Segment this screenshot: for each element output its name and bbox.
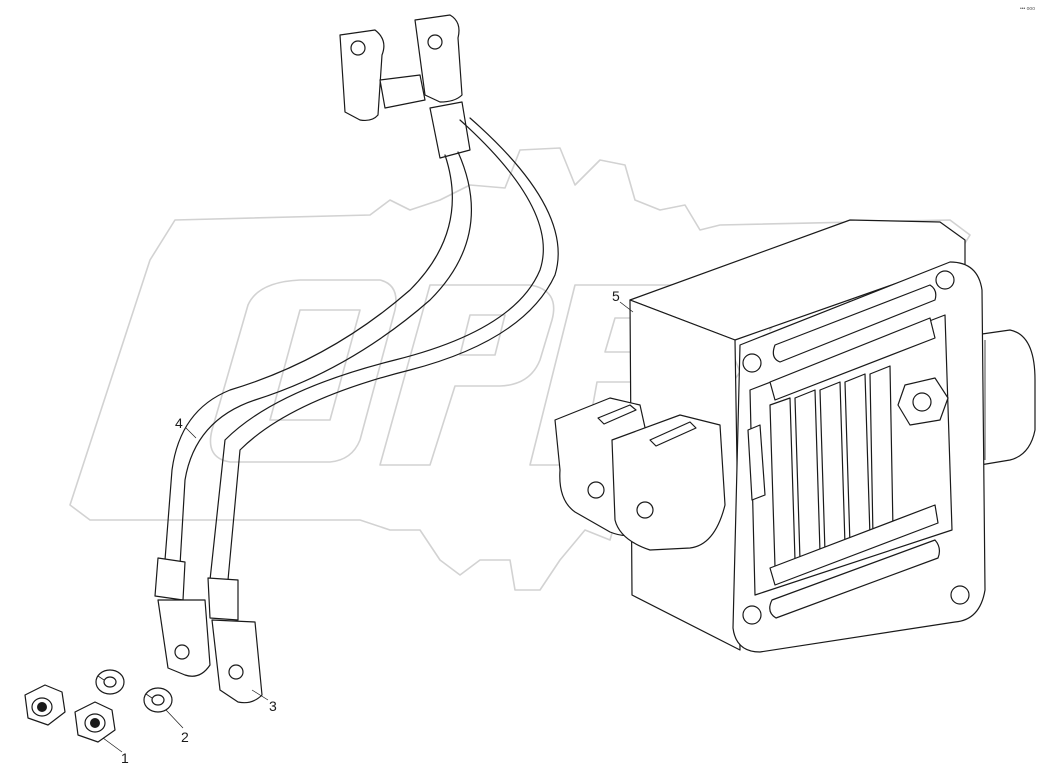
callout-label-5: 5 bbox=[612, 288, 620, 304]
cable-assembly bbox=[154, 14, 559, 704]
spring-washer-icon bbox=[95, 669, 173, 713]
callout-4: 4 bbox=[175, 415, 197, 439]
watermark-letter-p bbox=[379, 284, 555, 466]
terminal-bolt-icon bbox=[897, 377, 949, 426]
mounting-bracket-icon bbox=[554, 397, 726, 551]
callout-label-2: 2 bbox=[181, 729, 189, 745]
cable-4-icon bbox=[164, 154, 453, 561]
callout-label-1: 1 bbox=[121, 750, 129, 766]
callout-3: 3 bbox=[251, 689, 277, 714]
corner-mark: ••• ooo bbox=[1020, 6, 1035, 12]
callout-label-3: 3 bbox=[269, 698, 277, 714]
watermark-gear-icon bbox=[69, 147, 971, 591]
hex-nut-icon bbox=[24, 684, 116, 743]
cable-3-icon bbox=[209, 119, 544, 581]
cable-top-lug-icon bbox=[339, 14, 471, 159]
watermark-letter-o bbox=[209, 279, 397, 463]
callout-5: 5 bbox=[612, 288, 634, 313]
regulator-block-icon bbox=[554, 219, 1036, 653]
cable-bottom-lug-icon bbox=[154, 557, 263, 704]
callout-1: 1 bbox=[102, 737, 129, 766]
callout-label-4: 4 bbox=[175, 415, 183, 431]
callout-2: 2 bbox=[165, 709, 189, 745]
